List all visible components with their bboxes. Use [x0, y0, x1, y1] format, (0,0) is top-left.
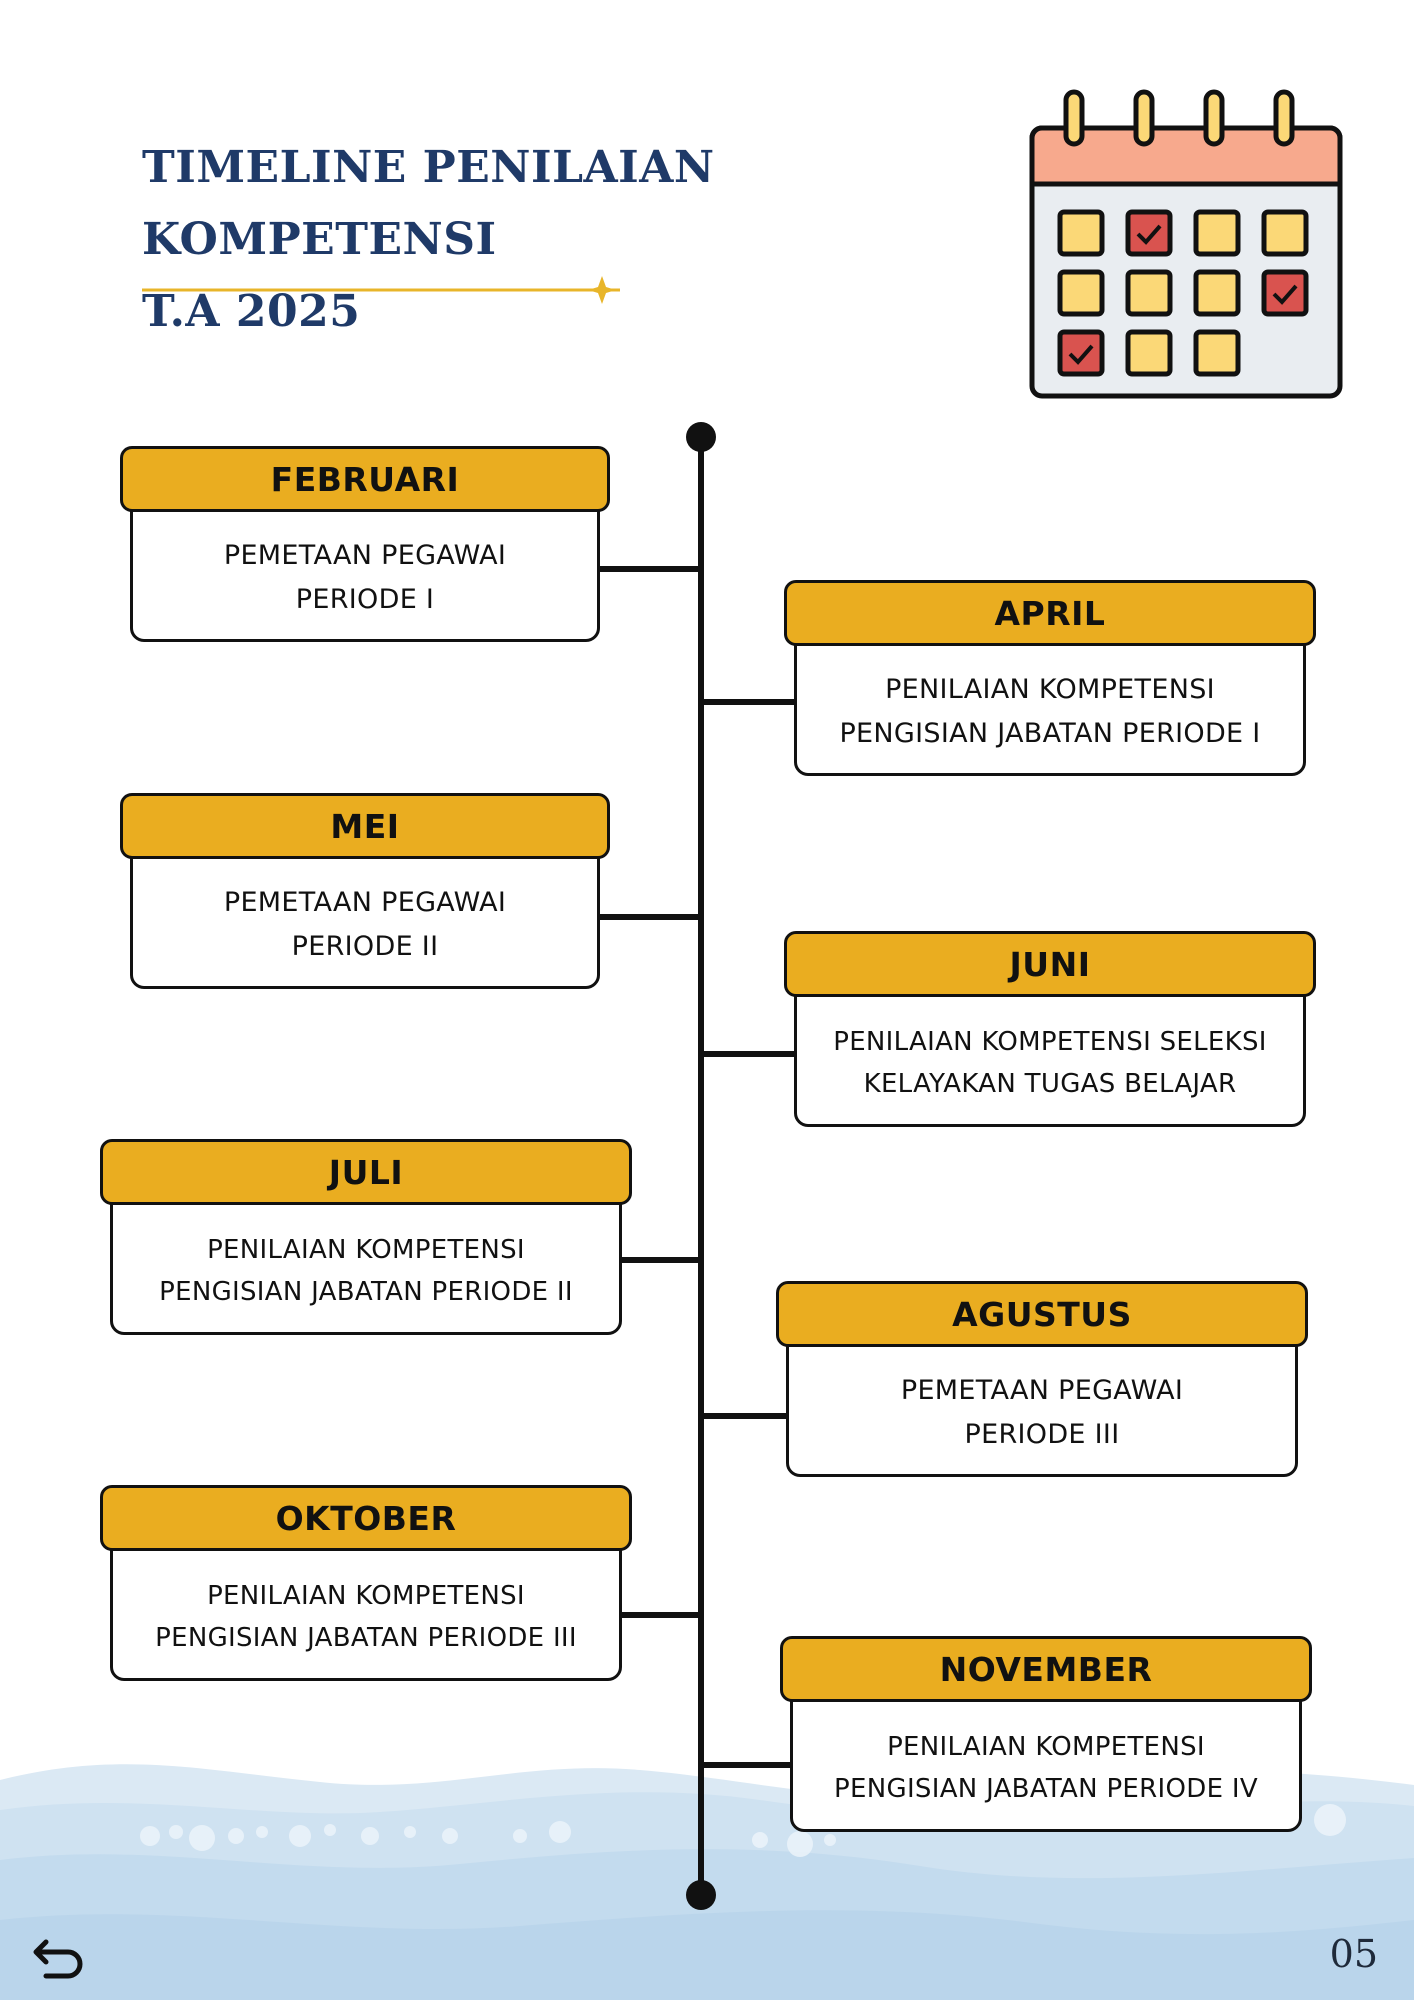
month-label: JULI: [100, 1139, 632, 1205]
card-line-2: PENGISIAN JABATAN PERIODE I: [839, 718, 1261, 749]
card-body: PEMETAAN PEGAWAI PERIODE I: [130, 498, 600, 642]
card-line-2: PERIODE II: [291, 931, 439, 962]
water-waves-decoration: [0, 1764, 1414, 2000]
card-body: PENILAIAN KOMPETENSI SELEKSI KELAYAKAN TU…: [794, 983, 1306, 1127]
card-line-1: PEMETAAN PEGAWAI: [223, 887, 507, 918]
connector: [598, 566, 702, 572]
timeline-axis-lower: [698, 1740, 704, 1890]
card-line-1: PEMETAAN PEGAWAI: [900, 1375, 1184, 1406]
card-line-2: PENGISIAN JABATAN PERIODE II: [159, 1277, 573, 1307]
card-line-1: PEMETAAN PEGAWAI: [223, 540, 507, 571]
connector: [700, 699, 796, 705]
month-label: MEI: [120, 793, 610, 859]
page-title: TIMELINE PENILAIAN KOMPETENSI T.A 2025: [142, 132, 1022, 348]
checkmark-icon: [1272, 284, 1298, 305]
connector: [700, 1051, 796, 1057]
card-line-1: PENILAIAN KOMPETENSI SELEKSI: [833, 1027, 1267, 1057]
card-line-2: KELAYAKAN TUGAS BELAJAR: [863, 1069, 1237, 1099]
calendar-cell: [1193, 209, 1241, 257]
calendar-icon: [1029, 89, 1343, 399]
card-line-1: PENILAIAN KOMPETENSI: [887, 1732, 1205, 1762]
calendar-checked-cell: [1261, 269, 1309, 317]
calendar-cell: [1193, 329, 1241, 377]
month-label: JUNI: [784, 931, 1316, 997]
title-line-2: T.A 2025: [142, 286, 361, 337]
card-line-2: PERIODE I: [295, 584, 435, 615]
timeline-axis: [698, 436, 704, 1894]
card-line-1: PENILAIAN KOMPETENSI: [207, 1581, 525, 1611]
month-label: OKTOBER: [100, 1485, 632, 1551]
month-label: APRIL: [784, 580, 1316, 646]
timeline-end-dot-top: [686, 1880, 716, 1910]
page-number: 05: [1329, 1932, 1378, 1976]
month-label: NOVEMBER: [780, 1636, 1312, 1702]
connector: [700, 1413, 788, 1419]
title-line-1: TIMELINE PENILAIAN KOMPETENSI: [142, 142, 715, 265]
card-line-1: PENILAIAN KOMPETENSI: [885, 674, 1215, 705]
calendar-cell: [1125, 329, 1173, 377]
card-body: PEMETAAN PEGAWAI PERIODE II: [130, 845, 600, 989]
calendar-cell: [1125, 269, 1173, 317]
calendar-cell: [1193, 269, 1241, 317]
back-arrow-icon[interactable]: [32, 1928, 88, 1984]
checkmark-icon: [1136, 224, 1162, 245]
card-line-2: PENGISIAN JABATAN PERIODE IV: [834, 1774, 1258, 1804]
card-body: PENILAIAN KOMPETENSI PENGISIAN JABATAN PE…: [790, 1688, 1302, 1832]
sparkle-icon: [588, 276, 616, 304]
connector: [614, 1257, 702, 1263]
card-line-2: PENGISIAN JABATAN PERIODE III: [155, 1623, 577, 1653]
connector: [598, 914, 702, 920]
card-body: PENILAIAN KOMPETENSI PENGISIAN JABATAN PE…: [794, 632, 1306, 776]
connector: [700, 1762, 796, 1768]
calendar-cell: [1057, 209, 1105, 257]
card-body: PENILAIAN KOMPETENSI PENGISIAN JABATAN PE…: [110, 1537, 622, 1681]
card-line-1: PENILAIAN KOMPETENSI: [207, 1235, 525, 1265]
card-line-2: PERIODE III: [964, 1419, 1120, 1450]
timeline-start-dot: [686, 422, 716, 452]
connector: [614, 1612, 702, 1618]
title-underline: [142, 276, 620, 304]
calendar-checked-cell: [1057, 329, 1105, 377]
month-label: AGUSTUS: [776, 1281, 1308, 1347]
card-body: PEMETAAN PEGAWAI PERIODE III: [786, 1333, 1298, 1477]
card-body: PENILAIAN KOMPETENSI PENGISIAN JABATAN PE…: [110, 1191, 622, 1335]
calendar-checked-cell: [1125, 209, 1173, 257]
month-label: FEBRUARI: [120, 446, 610, 512]
checkmark-icon: [1068, 344, 1094, 365]
calendar-cell: [1057, 269, 1105, 317]
calendar-cell: [1261, 209, 1309, 257]
